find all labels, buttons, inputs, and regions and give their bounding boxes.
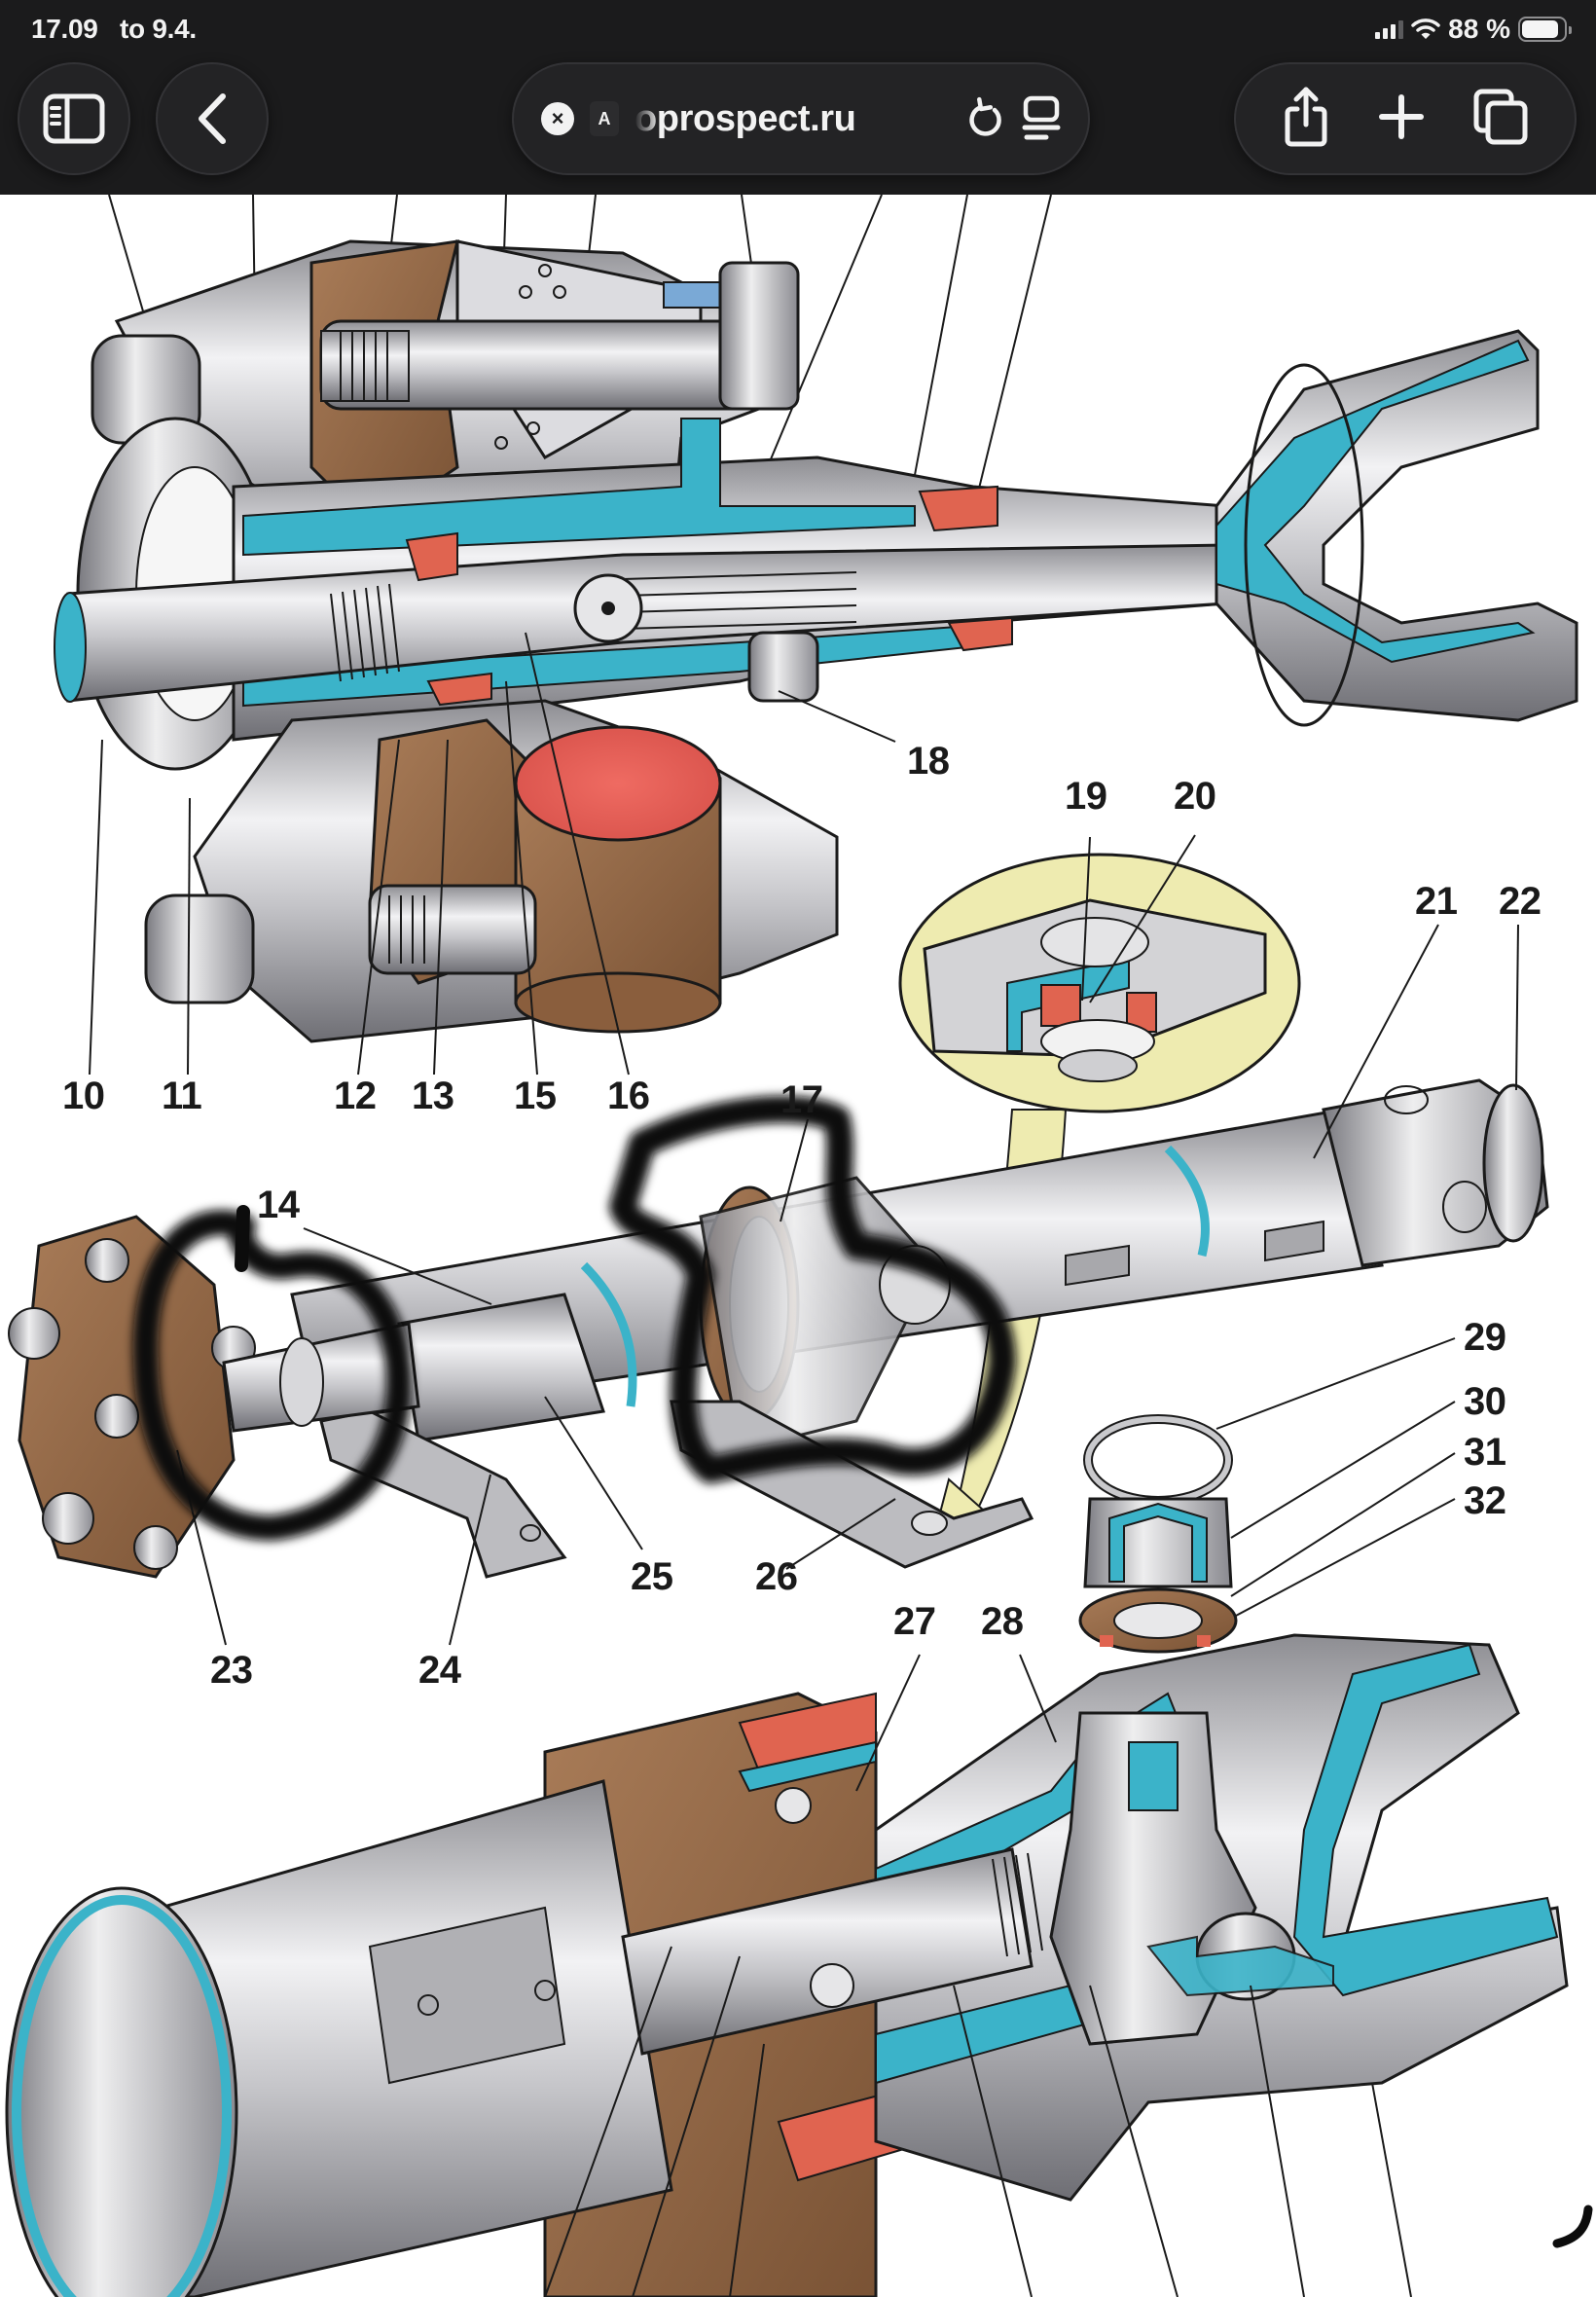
web-page-content: 10 11 12 13 15 16 18 19 20 21 22 17 14 2… (0, 195, 1596, 2297)
callout-25: 25 (631, 1555, 673, 1598)
leader-lines-bottom-row (89, 632, 896, 1076)
callout-24: 24 (418, 1649, 461, 1692)
back-button[interactable] (156, 62, 269, 175)
callout-12: 12 (334, 1075, 377, 1117)
shaft-thread (330, 583, 400, 682)
callout-16: 16 (607, 1075, 650, 1117)
status-date: to 9.4. (120, 14, 197, 44)
callout-19: 19 (1065, 775, 1107, 818)
steering-column-diagram (5, 195, 1593, 2297)
status-bar-indicators: 88 % (1375, 14, 1572, 45)
url-field[interactable]: oprospect.ru (635, 97, 856, 139)
address-bar[interactable]: × A oprospect.ru (512, 62, 1090, 175)
page-menu-icon[interactable] (1022, 95, 1061, 142)
toolbar-actions (1234, 62, 1577, 175)
status-bar-time: 17.09 to 9.4. (31, 14, 197, 45)
upper-column-assembly (54, 195, 1578, 1076)
callout-27: 27 (893, 1600, 936, 1643)
shaft-splines (622, 571, 857, 630)
callout-23: 23 (210, 1649, 253, 1692)
callout-18: 18 (907, 740, 950, 783)
hand-drawn-circle-around-intermediate-support (609, 1095, 1016, 1483)
callout-17: 17 (780, 1078, 823, 1121)
reload-icon[interactable] (967, 96, 1006, 141)
hand-drawn-annotations (132, 1095, 1593, 2248)
tabs-icon (1473, 89, 1528, 144)
tabs-overview-button[interactable] (1472, 88, 1529, 151)
browser-chrome: 17.09 to 9.4. 88 % × A opro (0, 0, 1596, 195)
callout-21: 21 (1415, 880, 1458, 923)
callout-30: 30 (1464, 1380, 1506, 1423)
clear-x-icon[interactable]: × (541, 102, 574, 135)
plus-icon (1378, 93, 1424, 139)
lower-shaft-assembly (5, 1633, 1569, 2297)
callout-32: 32 (1464, 1479, 1506, 1522)
callout-31: 31 (1464, 1431, 1506, 1474)
callout-15: 15 (514, 1075, 557, 1117)
intermediate-shaft-assembly (8, 924, 1549, 1654)
callout-14: 14 (257, 1184, 300, 1226)
sidebar-icon (43, 93, 105, 144)
chevron-left-icon (199, 93, 226, 144)
new-tab-button[interactable] (1378, 93, 1425, 145)
callout-11: 11 (162, 1075, 202, 1117)
leader-lines-lower (544, 1654, 1412, 2297)
status-time: 17.09 (31, 14, 98, 44)
callout-13: 13 (412, 1075, 454, 1117)
cellular-signal-icon (1375, 19, 1404, 39)
leader-lines-middle (176, 924, 1519, 1646)
sidebar-button[interactable] (18, 62, 130, 175)
wifi-icon (1411, 18, 1440, 39)
callout-28: 28 (981, 1600, 1024, 1643)
callout-26: 26 (755, 1555, 798, 1598)
share-icon (1285, 87, 1327, 146)
battery-level-fill (1522, 20, 1558, 38)
battery-icon (1518, 17, 1572, 42)
share-button[interactable] (1282, 86, 1330, 153)
annotation-hook-mark (1552, 2205, 1593, 2248)
hand-drawn-circle-around-flexible-coupling (132, 1210, 412, 1541)
callout-22: 22 (1499, 880, 1542, 923)
battery-percent: 88 % (1448, 14, 1510, 44)
callout-10: 10 (62, 1075, 105, 1117)
reader-mode-button[interactable]: A (590, 101, 619, 136)
callout-20: 20 (1174, 775, 1216, 818)
callout-29: 29 (1464, 1316, 1506, 1359)
